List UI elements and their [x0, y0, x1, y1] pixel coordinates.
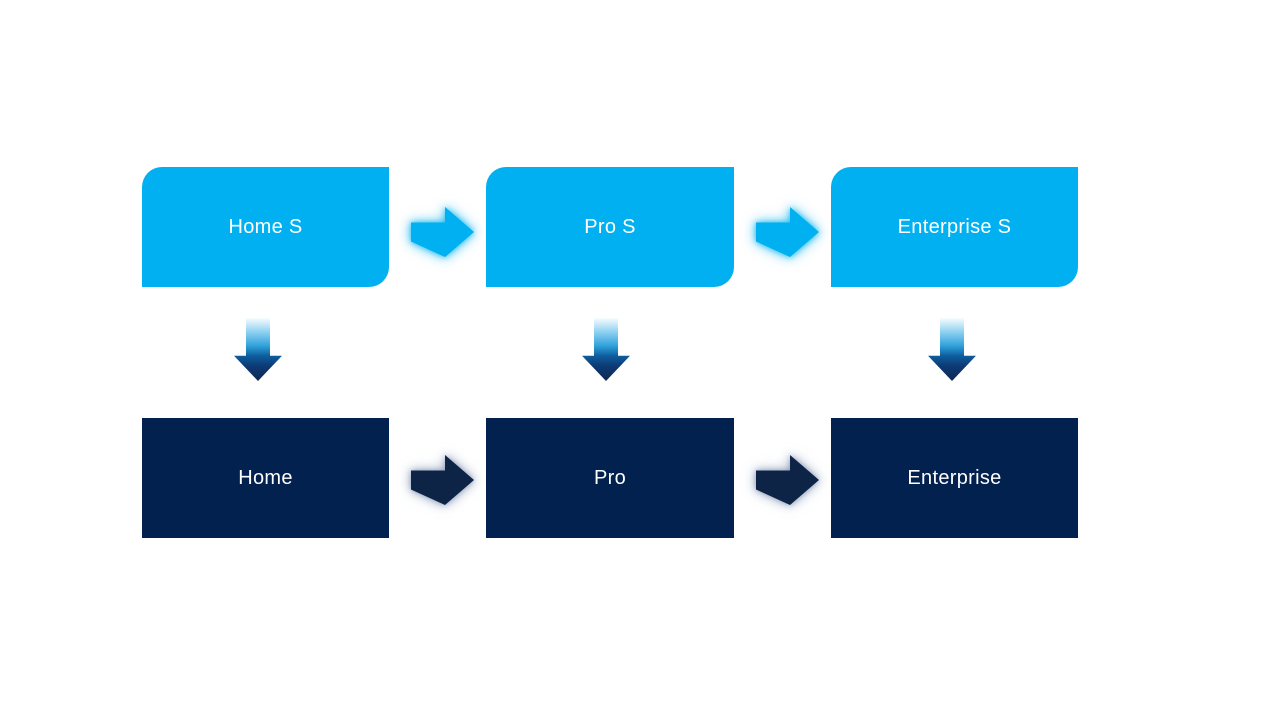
top-right-arrow-1-container: [411, 207, 474, 257]
down-arrow-icon: [928, 318, 976, 381]
top-box-home-s-label: Home S: [228, 215, 303, 238]
bottom-box-home-label: Home: [238, 466, 293, 489]
down-arrow-icon: [234, 318, 282, 381]
top-box-home-s: Home S: [142, 167, 389, 287]
bottom-box-pro-label: Pro: [593, 466, 627, 489]
bottom-right-arrow-1-container: [411, 455, 474, 505]
top-box-enterprise-s: Enterprise S: [831, 167, 1078, 287]
bottom-right-arrow-2-container: [756, 455, 819, 505]
right-arrow-icon: [411, 455, 474, 505]
bottom-box-pro: Pro: [486, 418, 734, 538]
top-right-arrow-2-container: [756, 207, 819, 257]
bottom-box-home: Home: [142, 418, 389, 538]
top-box-pro-s-label: Pro S: [584, 215, 636, 238]
right-arrow-icon: [756, 207, 819, 257]
down-arrow-icon: [582, 318, 630, 381]
bottom-box-enterprise-label: Enterprise: [907, 466, 1002, 489]
top-box-enterprise-s-label: Enterprise S: [897, 215, 1012, 238]
top-box-pro-s: Pro S: [486, 167, 734, 287]
right-arrow-icon: [411, 207, 474, 257]
bottom-box-enterprise: Enterprise: [831, 418, 1078, 538]
right-arrow-icon: [756, 455, 819, 505]
